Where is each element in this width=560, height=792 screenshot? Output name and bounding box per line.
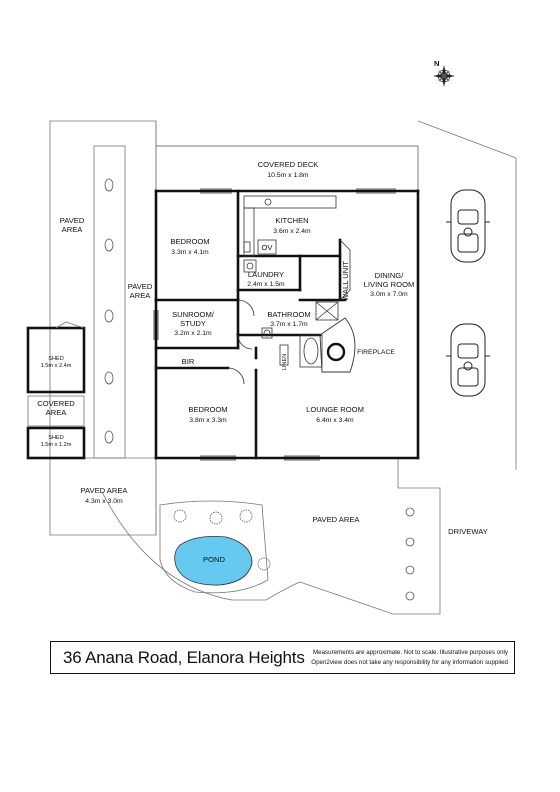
disclaimer-line-2: Open2view does not take any responsibili… xyxy=(311,658,508,666)
room-name-bedroom2: BEDROOM xyxy=(188,405,227,414)
room-dims-bedroom2: 3.8m x 3.3m xyxy=(189,417,227,424)
disclaimer-line-1: Measurements are approximate. Not to sca… xyxy=(313,649,508,656)
shed-structures xyxy=(26,321,86,460)
paved-area-mid-2: AREA xyxy=(130,291,152,300)
compass-icon: N xyxy=(433,59,455,87)
room-name-lounge: LOUNGE ROOM xyxy=(306,405,364,414)
shed1-name: SHED xyxy=(48,356,64,362)
shed2-dims: 1.5m x 1.2m xyxy=(41,442,72,448)
room-labels: COVERED DECK 10.5m x 1.8m KITCHEN 3.6m x… xyxy=(37,160,488,564)
shrub-icons xyxy=(173,509,271,571)
room-dims-kitchen: 3.6m x 2.4m xyxy=(273,228,311,235)
car-icon xyxy=(446,189,490,263)
room-dims-bedroom1: 3.3m x 4.1m xyxy=(171,249,209,256)
room-dims-sunroom: 3.2m x 2.1m xyxy=(174,330,212,337)
room-name-dining-2: LIVING ROOM xyxy=(364,280,415,289)
room-name-bedroom1: BEDROOM xyxy=(170,237,209,246)
paved-area-left-1: PAVED xyxy=(60,216,85,225)
paved-area-bottom-left-name: PAVED AREA xyxy=(81,486,129,495)
room-name-sunroom-1: SUNROOM/ xyxy=(172,310,215,319)
paved-area-mid-1: PAVED xyxy=(128,282,153,291)
pond-label: POND xyxy=(203,555,225,564)
shed1-dims: 1.5m x 2.4m xyxy=(41,363,72,369)
room-name-bathroom: BATHROOM xyxy=(267,310,310,319)
bathroom-fixtures xyxy=(261,301,339,368)
covered-area-2: AREA xyxy=(46,408,68,417)
covered-area-1: COVERED xyxy=(37,399,75,408)
disclaimer: Measurements are approximate. Not to sca… xyxy=(311,648,508,667)
driveway-label: DRIVEWAY xyxy=(448,527,488,536)
kitchen-bench xyxy=(243,195,337,257)
pond xyxy=(174,535,253,586)
compass-label: N xyxy=(434,59,439,68)
property-address: 36 Anana Road, Elanora Heights xyxy=(63,648,305,667)
room-name-laundry: LAUNDRY xyxy=(248,270,284,279)
room-dims-laundry: 2.4m x 1.5m xyxy=(247,281,285,288)
paved-area-bottom-left-dims: 4.3m x 3.0m xyxy=(85,498,123,505)
room-name-bir: BIR xyxy=(182,357,195,366)
fireplace-label: FIREPLACE xyxy=(357,349,395,356)
room-name-dining-1: DINING/ xyxy=(375,271,405,280)
paved-area-bottom-name: PAVED AREA xyxy=(313,515,361,524)
paved-area-left-2: AREA xyxy=(62,225,84,234)
room-name-kitchen: KITCHEN xyxy=(275,216,308,225)
paving-stones xyxy=(104,178,415,601)
wall-unit-label: WALL UNIT xyxy=(341,261,350,301)
oven-label: OV xyxy=(262,243,274,252)
linen-label: LINEN xyxy=(282,354,288,370)
room-dims-dining: 3.0m x 7.0m xyxy=(370,291,408,298)
shed2-name: SHED xyxy=(48,435,64,441)
room-dims-lounge: 6.4m x 3.4m xyxy=(316,417,354,424)
address-footer: 36 Anana Road, Elanora Heights Measureme… xyxy=(50,641,515,674)
room-name-sunroom-2: STUDY xyxy=(180,319,206,328)
door-markers xyxy=(153,188,396,461)
fireplace-icon xyxy=(319,317,356,373)
room-dims-bathroom: 3.7m x 1.7m xyxy=(270,321,308,328)
room-dims-covered-deck: 10.5m x 1.8m xyxy=(267,172,309,179)
laundry-tub xyxy=(243,259,257,273)
car-icon xyxy=(446,323,490,397)
wall-unit-shape xyxy=(339,239,351,301)
room-name-covered-deck: COVERED DECK xyxy=(258,160,319,169)
